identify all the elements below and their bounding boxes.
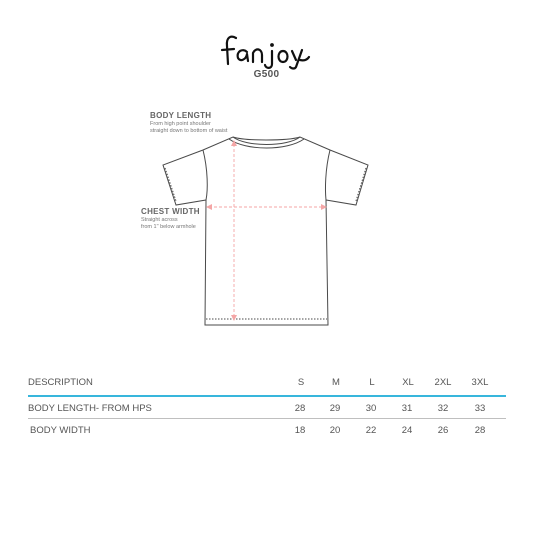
header-divider: [28, 395, 506, 397]
cell-value: 29: [329, 403, 341, 414]
cell-value: 20: [329, 425, 341, 436]
table-header-row: DESCRIPTION S M L XL 2XL 3XL: [28, 372, 506, 394]
model-number: G500: [253, 69, 280, 80]
cell-value: 24: [401, 425, 413, 436]
tshirt-outline: [162, 136, 369, 326]
header-size-2xl: 2XL: [434, 377, 452, 388]
header-size-m: M: [332, 377, 340, 388]
chest-width-arrow-right: [321, 204, 327, 210]
body-length-arrow-bottom: [231, 315, 237, 321]
chest-width-desc-1: Straight across: [141, 217, 178, 223]
body-length-desc-1: From high point shoulder: [150, 121, 211, 127]
cell-value: 26: [437, 425, 449, 436]
header-size-s: S: [297, 377, 305, 388]
body-length-arrow-top: [231, 140, 237, 146]
tshirt-collar: [232, 136, 301, 145]
chest-width-desc-2: from 1" below armhole: [141, 224, 196, 230]
cell-value: 30: [365, 403, 377, 414]
header-description: DESCRIPTION: [28, 377, 93, 388]
table-row: BODY WIDTH 18 20 22 24 26 28: [28, 420, 506, 442]
body-length-desc-2: straight down to bottom of waist: [150, 128, 228, 134]
table-row: BODY LENGTH- FROM HPS 28 29 30 31 32 33: [28, 398, 506, 420]
row-divider: [28, 418, 506, 419]
row-label: BODY WIDTH: [30, 425, 91, 436]
chest-width-label: CHEST WIDTH: [141, 207, 200, 216]
header-size-xl: XL: [402, 377, 414, 388]
cell-value: 31: [401, 403, 413, 414]
header-size-3xl: 3XL: [471, 377, 489, 388]
left-cuff-stitch: [164, 167, 177, 202]
cell-value: 18: [294, 425, 306, 436]
cell-value: 28: [474, 425, 486, 436]
body-length-label: BODY LENGTH: [150, 111, 212, 120]
header-size-l: L: [369, 377, 375, 388]
tshirt-diagram: [162, 136, 369, 326]
fanjoy-logo: fanjoy: [220, 35, 311, 70]
cell-value: 28: [294, 403, 306, 414]
cell-value: 22: [365, 425, 377, 436]
chest-width-arrow-left: [206, 204, 212, 210]
row-label: BODY LENGTH- FROM HPS: [28, 403, 152, 414]
cell-value: 33: [474, 403, 486, 414]
right-cuff-stitch: [355, 167, 367, 202]
cell-value: 32: [437, 403, 449, 414]
